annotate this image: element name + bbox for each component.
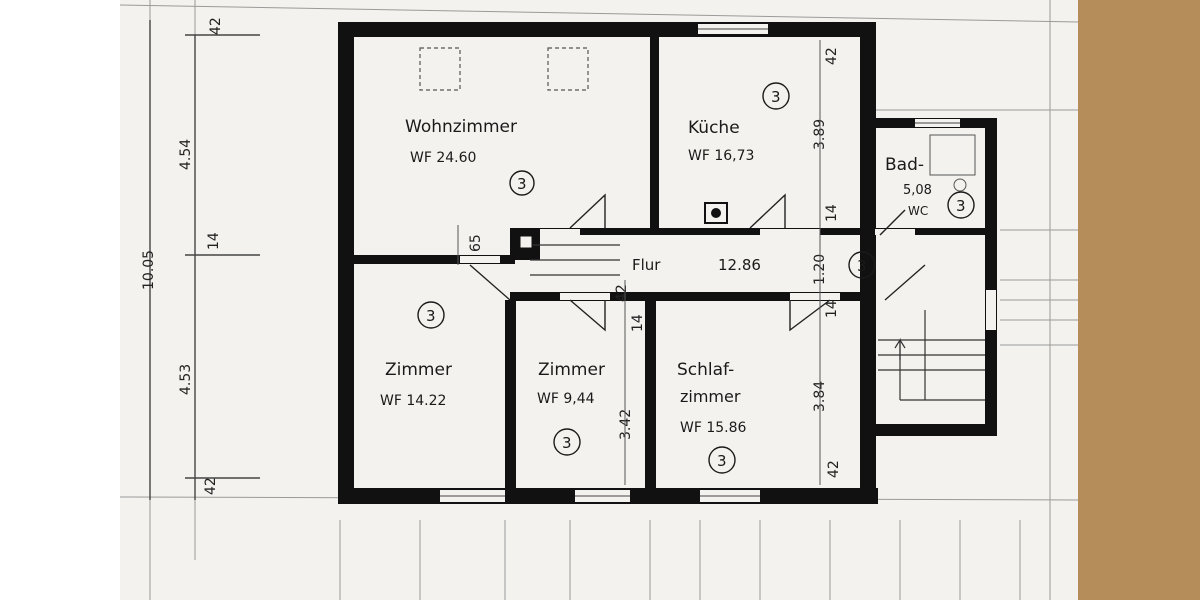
wall-annex-bottom [870,424,997,436]
wall-wohn-bottom [345,255,515,264]
dim-left-top-small: 42 [208,17,224,35]
wall-flur-top [540,228,860,235]
wall-bath-bottom [870,228,990,235]
zimmer2-mark-circle [553,428,581,456]
dim-zimmer2-height: 3.42 [618,409,634,440]
zimmer2-name: Zimmer [538,360,605,380]
schlafzimmer-mark: 3 [717,452,727,470]
wall-annex-right [985,118,997,436]
dim-kueche-top: 42 [824,47,840,65]
flur-name: Flur [632,256,661,274]
zimmer2-mark: 3 [562,434,572,452]
wohnzimmer-name: Wohnzimmer [405,117,517,137]
dim-wohn-door: 65 [468,234,484,252]
flur-mark-circle [848,251,876,279]
room-labels: Wohnzimmer WF 24.60 3 3 Küche WF 16,73 B… [380,82,975,474]
kueche-area: WF 16,73 [688,148,754,164]
dim-flur-small: 42 [614,284,630,302]
inner-dimension-lines [457,40,821,485]
schlafzimmer-area: WF 15.86 [680,420,747,436]
wall-zimmer-zimmer [505,300,516,500]
kueche-name: Küche [688,118,740,138]
kueche-mark: 3 [771,88,781,106]
zimmer1-area: WF 14.22 [380,393,446,409]
skylights [419,47,589,91]
zimmer1-mark-circle [417,301,445,329]
bad-area: 5,08 [903,183,932,198]
wall-wohn-kueche [650,30,659,230]
stove-burner [711,208,721,218]
dim-left-upper: 4.54 [178,139,194,170]
schlafzimmer-name-line2: zimmer [680,387,741,406]
zimmer2-area: WF 9,44 [537,391,595,407]
wall-zimmer-schlaf [645,300,656,500]
bad-wc: WC [908,204,928,218]
wohnzimmer-mark: 3 [517,175,527,193]
dim-left-mid-small: 14 [206,232,222,250]
window-frames [440,28,960,497]
zimmer1-name: Zimmer [385,360,452,380]
staircase [530,244,985,401]
wall-top [345,22,875,37]
wohnzimmer-area: WF 24.60 [410,150,476,166]
bath-fixtures [929,134,976,192]
dim-schlaf-bottom: 42 [826,460,842,478]
wohnzimmer-mark-circle [509,170,535,196]
dim-left-total: 10.05 [141,250,157,290]
dim-schlaf-top: 14 [824,300,840,318]
left-dimension-chain [149,20,260,500]
schlafzimmer-mark-circle [708,446,736,474]
wall-flur-bottom [510,292,865,301]
flur-mark: 3 [857,257,867,275]
chimney-flue [519,235,533,249]
dim-left-bottom-small: 42 [203,477,219,495]
bad-name: Bad- [885,155,924,175]
bad-mark-circle [947,191,975,219]
schlafzimmer-name-line1: Schlaf- [677,360,734,380]
zimmer1-mark: 3 [426,307,436,325]
wall-right [860,22,876,504]
dimension-labels: 10.05 4.54 4.53 42 14 42 3.89 42 14 1.20… [141,17,842,495]
bad-mark: 3 [956,197,966,215]
dim-zimmer2-top: 14 [630,314,646,332]
dim-left-lower: 4.53 [178,364,194,395]
wood-table [1078,0,1200,600]
dim-kueche-bottom: 14 [824,204,840,222]
kueche-mark-circle [762,82,790,110]
flur-area: 12.86 [718,256,761,274]
door-swings [469,193,926,332]
